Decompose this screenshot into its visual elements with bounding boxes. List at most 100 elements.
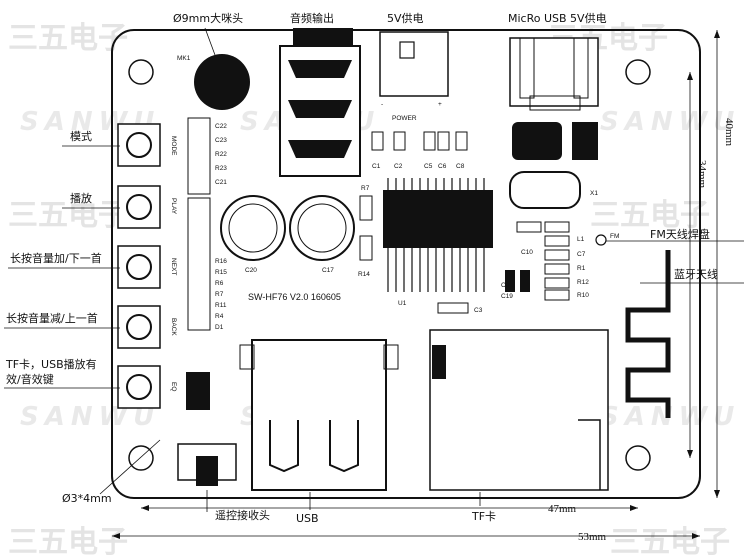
fm-pad bbox=[595, 234, 607, 246]
speaker-label: Ø9mm大咪头 bbox=[173, 11, 243, 25]
next-label: 长按音量加/下一首 bbox=[10, 251, 102, 265]
plus-label: + bbox=[438, 101, 442, 108]
audio-out-label: 音频输出 bbox=[290, 11, 334, 25]
tf-slot-latch bbox=[432, 345, 446, 379]
usb-label: USB bbox=[296, 512, 319, 525]
watermark-cn: 三五电子 bbox=[610, 525, 730, 555]
next-tag: NEXT bbox=[170, 258, 177, 275]
cap-label: C5 bbox=[424, 163, 433, 170]
left-labels: 模式 播放 长按音量加/下一首 长按音量减/上一首 TF卡，USB播放有 效/音… bbox=[4, 130, 161, 505]
micro-usb-tab bbox=[573, 37, 589, 99]
power-connector: - + POWER bbox=[379, 31, 449, 122]
part-label: R22 bbox=[215, 151, 227, 158]
mounting-hole bbox=[625, 59, 651, 85]
cap-label: C8 bbox=[456, 163, 465, 170]
part-label: R4 bbox=[215, 313, 224, 320]
ir-label: 遥控接收头 bbox=[215, 508, 270, 522]
jack-pin bbox=[288, 140, 352, 158]
part-label: R7 bbox=[215, 291, 224, 298]
part-label: C10 bbox=[521, 249, 533, 256]
part-label: R1 bbox=[577, 265, 586, 272]
leader-line bbox=[99, 439, 161, 495]
c17-label: C17 bbox=[322, 267, 334, 274]
micro-usb-pins bbox=[529, 95, 581, 111]
capacitor-c3 bbox=[437, 302, 469, 314]
smd-part bbox=[544, 235, 570, 247]
part-label: D1 bbox=[215, 324, 224, 331]
resistor-r7 bbox=[359, 195, 373, 221]
model-label: SW-HF76 V2.0 160605 bbox=[248, 292, 341, 302]
mounting-hole bbox=[128, 445, 154, 471]
micro-usb-label: MicRo USB 5V供电 bbox=[508, 11, 607, 25]
back-label: 长按音量减/上一首 bbox=[6, 311, 98, 325]
power-5v-label: 5V供电 bbox=[387, 11, 424, 25]
inductor-component bbox=[512, 122, 562, 160]
capacitor bbox=[423, 131, 436, 151]
usb-contact bbox=[329, 420, 359, 473]
mode-label: 模式 bbox=[70, 130, 92, 143]
button-column: MODE PLAY NEXT BACK EQ bbox=[117, 123, 210, 410]
cap-label: C1 bbox=[372, 163, 381, 170]
part-label: R6 bbox=[215, 280, 224, 287]
height-34-label: 34mm bbox=[696, 160, 708, 189]
width-47-label: 47mm bbox=[548, 503, 577, 515]
smd-part bbox=[544, 221, 570, 233]
part-label: R11 bbox=[215, 302, 227, 309]
button-cap bbox=[126, 374, 152, 400]
capacitor bbox=[437, 131, 450, 151]
x1-label: X1 bbox=[590, 190, 598, 197]
right-component-block: C10 C4 C19 L1 C7 R1 R12 R10 FM bbox=[501, 221, 619, 301]
micro-usb-tab bbox=[519, 37, 535, 99]
height-40-label: 40mm bbox=[723, 118, 735, 147]
dimension-height-40: 40mm bbox=[714, 30, 735, 498]
part-label: R23 bbox=[215, 165, 227, 172]
part-label: C22 bbox=[215, 123, 227, 130]
button-cap bbox=[126, 132, 152, 158]
watermark-cn: 三五电子 bbox=[8, 21, 128, 56]
electrolytic-caps: C20 C17 bbox=[220, 195, 355, 274]
button-cap bbox=[126, 314, 152, 340]
tf-label-1: TF卡，USB播放有 bbox=[5, 357, 97, 371]
component-strip bbox=[187, 117, 211, 195]
jack-pin bbox=[288, 100, 352, 118]
tf-card-slot: TF卡 bbox=[429, 329, 609, 523]
c3-label: C3 bbox=[474, 307, 483, 314]
resistor-r14 bbox=[359, 235, 373, 261]
mounting-holes bbox=[128, 59, 651, 471]
tf-label: TF卡 bbox=[471, 510, 496, 523]
cap-ring bbox=[297, 203, 347, 253]
u1-chip: U1 bbox=[383, 178, 493, 307]
capacitor bbox=[393, 131, 406, 151]
capacitor-row: C1 C2 C5 C6 C8 bbox=[371, 131, 468, 170]
usb-port: USB bbox=[239, 339, 399, 525]
micro-usb-connector bbox=[509, 37, 599, 111]
cap-ring bbox=[228, 203, 278, 253]
diode-component bbox=[572, 122, 598, 160]
width-53-label: 53mm bbox=[578, 531, 607, 543]
component-strip bbox=[187, 197, 211, 331]
eq-tag: EQ bbox=[170, 382, 177, 391]
crystal-x1 bbox=[509, 171, 581, 209]
fm-pad-label: FM bbox=[610, 233, 619, 240]
r14-label: R14 bbox=[358, 271, 370, 278]
capacitor bbox=[455, 131, 468, 151]
part-label: C19 bbox=[501, 293, 513, 300]
mic-component bbox=[194, 54, 250, 110]
u1-label: U1 bbox=[398, 300, 407, 307]
part-label: R12 bbox=[577, 279, 589, 286]
button-cap bbox=[126, 194, 152, 220]
bluetooth-antenna-trace bbox=[625, 250, 671, 418]
cap-label: C6 bbox=[438, 163, 447, 170]
play-label: 播放 bbox=[70, 191, 92, 205]
jack-pin bbox=[288, 60, 352, 78]
smd-part bbox=[544, 277, 570, 289]
back-tag: BACK bbox=[170, 318, 177, 336]
mode-button[interactable] bbox=[117, 123, 161, 167]
smd-part bbox=[544, 249, 570, 261]
capacitor bbox=[371, 131, 384, 151]
part-label: L1 bbox=[577, 236, 585, 243]
part-label: R15 bbox=[215, 269, 227, 276]
audio-jack bbox=[279, 28, 361, 177]
smd-part bbox=[544, 263, 570, 275]
cap-label: C2 bbox=[394, 163, 403, 170]
